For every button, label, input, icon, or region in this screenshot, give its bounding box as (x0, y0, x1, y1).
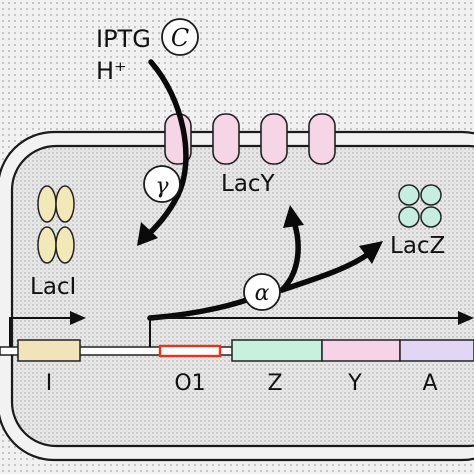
lacy-channel (308, 113, 336, 165)
induction-node-label: α (255, 281, 270, 306)
operator-o1-label: O1 (174, 371, 205, 396)
lacz-subunit (398, 184, 420, 206)
lacy-channel (260, 113, 288, 165)
gene-i-label: I (46, 371, 53, 396)
laci-subunit (37, 185, 57, 223)
lac-promoter-arrow (149, 311, 474, 350)
lacz-subunit (420, 206, 442, 228)
gene-y-box (321, 339, 401, 362)
lacy-label: LacY (221, 171, 276, 197)
transport-node: γ (143, 165, 181, 203)
inducer-node: C (161, 18, 199, 56)
gene-z-label: Z (267, 371, 282, 396)
inducer-node-label: C (171, 24, 189, 52)
iptg-label: IPTG (96, 25, 151, 53)
gene-a-box (399, 339, 474, 362)
laci-subunit (55, 185, 75, 223)
lacz-subunit (398, 206, 420, 228)
laci-promoter-arrow (9, 311, 86, 350)
gene-z-box (231, 339, 323, 362)
lacz-subunit (420, 184, 442, 206)
laci-label: LacI (30, 274, 76, 300)
proton-label: H⁺ (96, 57, 127, 85)
laci-repressor (37, 185, 75, 264)
expression-arrows (147, 205, 383, 321)
gene-a-label: A (422, 371, 437, 396)
gene-i-box (17, 339, 81, 362)
transport-node-label: γ (155, 174, 169, 199)
gene-y-label: Y (347, 371, 362, 396)
lacz-tetramer (398, 184, 442, 228)
transport-arrow (137, 59, 189, 246)
laci-subunit (55, 226, 75, 264)
operator-o1-box (158, 344, 222, 358)
induction-node: α (243, 273, 281, 311)
laci-subunit (37, 226, 57, 264)
cell-membrane (0, 130, 474, 462)
lacy-permease-proteins (164, 113, 336, 165)
lacy-channel (212, 113, 240, 165)
lacz-label: LacZ (390, 233, 445, 259)
